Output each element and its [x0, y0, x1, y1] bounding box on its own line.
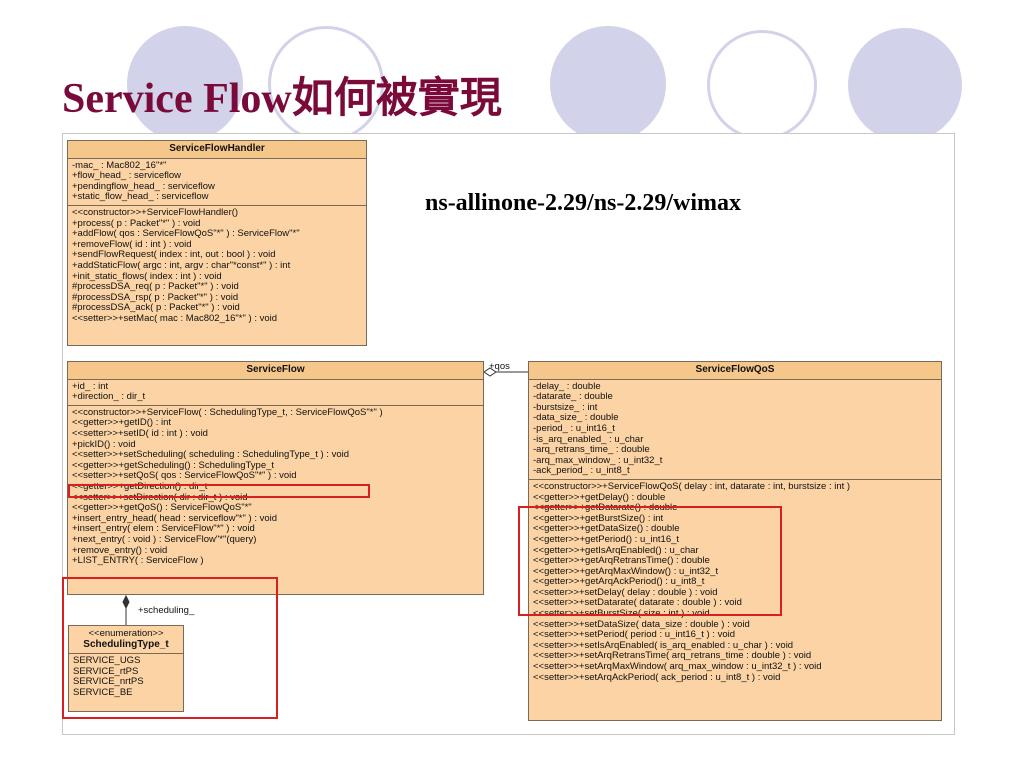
operation: <<getter>>+getID() : int: [72, 418, 172, 429]
enum-values-section: SERVICE_UGS SERVICE_rtPS SERVICE_nrtPS S…: [69, 654, 183, 700]
operation: <<getter>>+getQoS() : ServiceFlowQoS"*": [72, 503, 252, 514]
operation: <<getter>>+getBurstSize() : int: [533, 513, 664, 524]
enum-name: SchedulingType_t: [83, 638, 169, 650]
attribute: -is_arq_enabled_ : u_char: [533, 434, 644, 445]
operation: <<setter>>+setDatarate( datarate : doubl…: [533, 598, 742, 609]
operation: <<constructor>>+ServiceFlowHandler(): [72, 207, 239, 218]
operation: +insert_entry( elem : ServiceFlow"*" ) :…: [72, 524, 255, 535]
attributes-section: -mac_ : Mac802_16"*" +flow_head_ : servi…: [68, 159, 366, 206]
operation: +addFlow( qos : ServiceFlowQoS"*" ) : Se…: [72, 229, 300, 240]
operation: <<setter>>+setMac( mac : Mac802_16"*" ) …: [72, 313, 278, 324]
class-name: ServiceFlow: [68, 362, 483, 380]
class-service-flow-qos: ServiceFlowQoS -delay_ : double -datarat…: [528, 361, 942, 721]
enum-value: SERVICE_nrtPS: [73, 677, 144, 688]
operation: +insert_entry_head( head : serviceflow"*…: [72, 513, 278, 524]
attributes-section: -delay_ : double -datarate_ : double -bu…: [529, 380, 941, 480]
class-service-flow: ServiceFlow +id_ : int +direction_ : dir…: [67, 361, 484, 595]
operation: <<getter>>+getArqRetransTime() : double: [533, 556, 710, 567]
class-name: ServiceFlowQoS: [529, 362, 941, 380]
operations-section: <<constructor>>+ServiceFlowHandler() +pr…: [68, 206, 366, 327]
source-path-label: ns-allinone-2.29/ns-2.29/wimax: [425, 190, 742, 216]
attribute: -ack_period_ : u_int8_t: [533, 466, 630, 477]
attributes-section: +id_ : int +direction_ : dir_t: [68, 380, 483, 406]
highlight-qos-getters: [518, 506, 782, 616]
scheduling-association-label: +scheduling_: [138, 605, 195, 616]
operation: +sendFlowRequest( index : int, out : boo…: [72, 250, 276, 261]
class-service-flow-handler: ServiceFlowHandler -mac_ : Mac802_16"*" …: [67, 140, 367, 346]
operation: +removeFlow( id : int ) : void: [72, 239, 192, 250]
attribute: -mac_ : Mac802_16"*": [72, 160, 167, 171]
decor-circle-5: [848, 28, 962, 142]
operation: <<getter>>+getPeriod() : u_int16_t: [533, 534, 680, 545]
operation: <<setter>>+setID( id : int ) : void: [72, 428, 208, 439]
enum-stereotype: <<enumeration>>: [88, 628, 164, 639]
highlight-scheduling-enum: [62, 577, 278, 719]
attribute: -delay_ : double: [533, 381, 601, 392]
operation: <<getter>>+getArqAckPeriod() : u_int8_t: [533, 577, 705, 588]
operation: <<constructor>>+ServiceFlow( : Schedulin…: [72, 407, 383, 418]
operations-section: <<constructor>>+ServiceFlowQoS( delay : …: [529, 480, 941, 685]
slide-title: Service Flow如何被實現: [62, 76, 502, 122]
operation: <<getter>>+getIsArqEnabled() : u_char: [533, 545, 699, 556]
operation: +addStaticFlow( argc : int, argv : char"…: [72, 260, 291, 271]
operation: <<getter>>+getDirection() : dir_t: [72, 481, 208, 492]
operation: <<setter>>+setScheduling( scheduling : S…: [72, 450, 349, 461]
decor-circle-4: [707, 30, 817, 140]
operation: <<getter>>+getScheduling() : SchedulingT…: [72, 460, 275, 471]
attribute: -datarate_ : double: [533, 392, 613, 403]
operation: <<setter>>+setDelay( delay : double ) : …: [533, 587, 718, 598]
attribute: -data_size_ : double: [533, 413, 619, 424]
enum-value: SERVICE_rtPS: [73, 666, 139, 677]
operation: <<setter>>+setDataSize( data_size : doub…: [533, 619, 750, 630]
operation: +pickID() : void: [72, 439, 136, 450]
decor-circle-3: [550, 26, 666, 142]
operation: <<setter>>+setArqAckPeriod( ack_period :…: [533, 672, 781, 683]
attribute: -burstsize_ : int: [533, 402, 598, 413]
operation: <<getter>>+getArqMaxWindow() : u_int32_t: [533, 566, 719, 577]
operation: +next_entry( : void ) : ServiceFlow"*"(q…: [72, 534, 257, 545]
enum-value: SERVICE_UGS: [73, 656, 141, 667]
attribute: -period_ : u_int16_t: [533, 423, 615, 434]
operation: +process( p : Packet"*" ) : void: [72, 218, 201, 229]
attribute: +id_ : int: [72, 381, 109, 392]
operation: <<setter>>+setIsArqEnabled( is_arq_enabl…: [533, 640, 794, 651]
operation: <<setter>>+setPeriod( period : u_int16_t…: [533, 630, 736, 641]
operation: <<setter>>+setArqMaxWindow( arq_max_wind…: [533, 662, 822, 673]
operation: <<getter>>+getDelay() : double: [533, 492, 666, 503]
enum-value: SERVICE_BE: [73, 687, 133, 698]
operation: <<getter>>+getDataSize() : double: [533, 524, 680, 535]
operation: <<setter>>+setArqRetransTime( arq_retran…: [533, 651, 812, 662]
enum-header: <<enumeration>> SchedulingType_t: [69, 626, 183, 655]
attribute: -arq_retrans_time_ : double: [533, 445, 650, 456]
operation: <<constructor>>+ServiceFlowQoS( delay : …: [533, 481, 851, 492]
operation: +LIST_ENTRY( : ServiceFlow ): [72, 556, 204, 567]
operation: +init_static_flows( index : int ) : void: [72, 271, 222, 282]
qos-association-label: +qos: [489, 361, 510, 372]
attribute: +flow_head_ : serviceflow: [72, 171, 182, 182]
enum-scheduling-type: <<enumeration>> SchedulingType_t SERVICE…: [68, 625, 184, 712]
operation: #processDSA_rsp( p : Packet"*" ) : void: [72, 292, 239, 303]
operation: #processDSA_req( p : Packet"*" ) : void: [72, 282, 239, 293]
operation: <<setter>>+setBurstSize( size : int ) : …: [533, 609, 710, 620]
highlight-setqos: [68, 484, 370, 498]
operation: <<setter>>+setQoS( qos : ServiceFlowQoS"…: [72, 471, 297, 482]
attribute: +pendingflow_head_ : serviceflow: [72, 181, 215, 192]
class-name: ServiceFlowHandler: [68, 141, 366, 159]
attribute: +direction_ : dir_t: [72, 392, 146, 403]
attribute: -arq_max_window_ : u_int32_t: [533, 455, 663, 466]
decor-circle-1: [127, 26, 243, 142]
operation: +remove_entry() : void: [72, 545, 168, 556]
attribute: +static_flow_head_ : serviceflow: [72, 192, 209, 203]
operation: #processDSA_ack( p : Packet"*" ) : void: [72, 303, 240, 314]
